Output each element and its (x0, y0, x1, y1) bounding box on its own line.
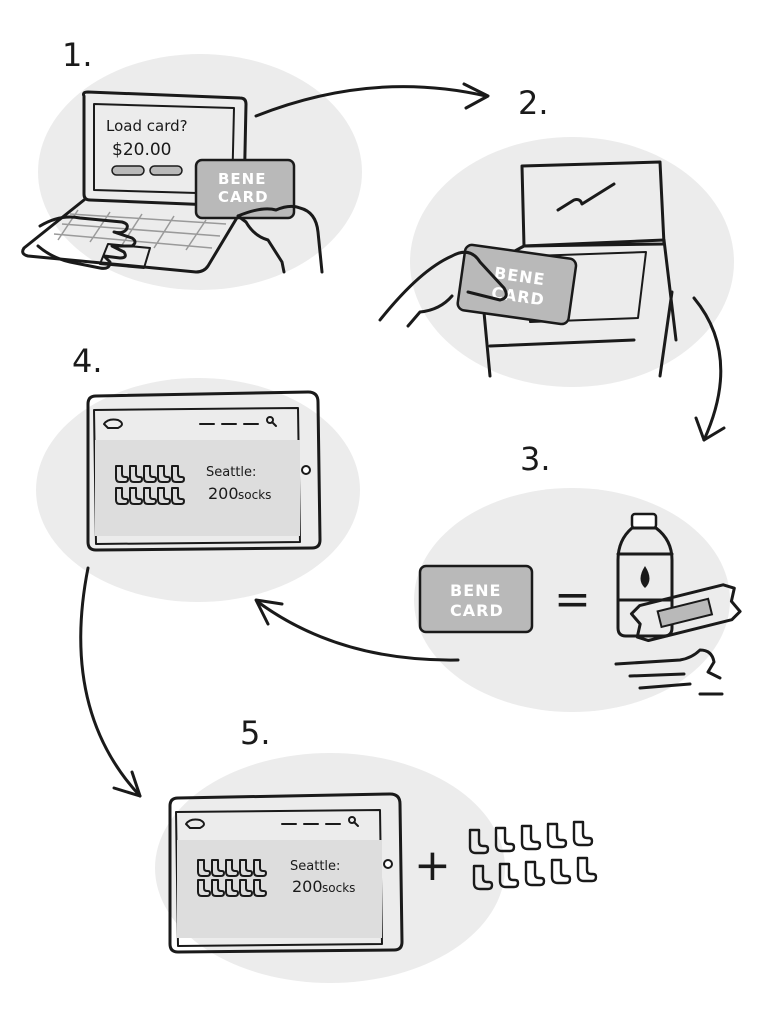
laptop-cancel-button[interactable] (111, 165, 145, 176)
hand-inserting-card (378, 250, 508, 328)
bene-card-step1: BENE CARD (194, 158, 296, 220)
step-number-2: 2. (518, 84, 549, 122)
plus-sign: + (414, 840, 451, 891)
step-number-4: 4. (72, 342, 103, 380)
tablet-count-number: 200 (208, 484, 239, 503)
card-line2: CARD (218, 188, 269, 206)
hand-on-keyboard (36, 215, 137, 270)
snack-bar (629, 583, 742, 643)
bene-card-step3: BENE CARD (418, 564, 534, 634)
tablet-city: Seattle: (206, 465, 256, 480)
arrow-2-to-3 (692, 296, 723, 442)
tablet-city: Seattle: (290, 859, 340, 874)
laptop-prompt: Load card? (106, 117, 188, 135)
tablet-home-button[interactable] (301, 465, 311, 475)
tablet-step5: Seattle: 200 socks (168, 792, 404, 954)
card-line1: BENE (450, 581, 501, 600)
equals-sign: = (554, 574, 591, 625)
step-number-3: 3. (520, 440, 551, 478)
tablet-count-unit: socks (238, 488, 271, 502)
laptop-keyboard (53, 209, 227, 251)
laptop: Load card? $20.00 (21, 90, 248, 274)
arrow-1-to-2 (254, 85, 488, 118)
tablet-home-button[interactable] (383, 859, 393, 869)
step-number-5: 5. (240, 714, 271, 752)
bene-card-step2: BENE CARD (456, 243, 578, 326)
laptop-amount: $20.00 (112, 140, 171, 160)
tablet-count-unit: socks (322, 881, 355, 895)
tablet-count-number: 200 (292, 877, 323, 896)
step-number-1: 1. (62, 36, 93, 74)
card-line1: BENE (218, 170, 266, 188)
arrow-4-to-5 (79, 566, 142, 798)
step3-blob (414, 488, 730, 712)
tablet-step4: Seattle: 200 socks (86, 390, 322, 552)
arrow-3-to-4 (256, 600, 460, 662)
card-line2: CARD (450, 601, 504, 620)
laptop-confirm-button[interactable] (149, 165, 183, 176)
hand-pointing (614, 648, 724, 696)
hand-holding-card-step1 (236, 204, 324, 274)
